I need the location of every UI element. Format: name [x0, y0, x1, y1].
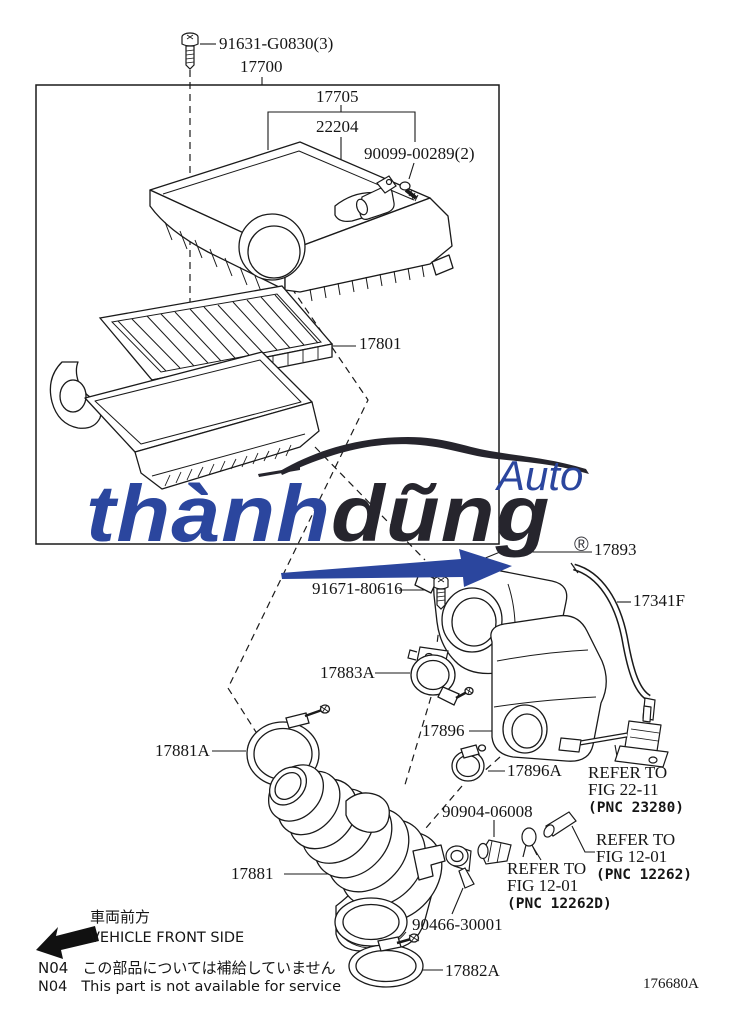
part-label-17881: 17881	[231, 864, 274, 883]
refer-line-2: FIG 12-01	[596, 846, 668, 866]
refer-fig-22-11: REFER TO FIG 22-11 (PNC 23280)	[588, 763, 685, 817]
refer-line-2: FIG 12-01	[507, 875, 579, 895]
watermark-auto: Auto	[497, 452, 584, 499]
air-cleaner-cap-drawing	[149, 141, 454, 302]
intake-hose-drawing	[267, 764, 446, 952]
part-label-17881a: 17881A	[155, 741, 210, 760]
part-label-90904: 90904-06008	[442, 802, 533, 821]
pipe-90466-drawing	[445, 845, 475, 889]
vehicle-front-label-en: VEHICLE FRONT SIDE	[90, 930, 245, 946]
connector-90904-drawing	[477, 839, 512, 865]
part-label-17700: 17700	[240, 57, 283, 76]
hose-clamp-17896a-drawing	[451, 744, 487, 782]
part-label-17896: 17896	[422, 721, 465, 740]
vehicle-front-label-jp: 車両前方	[90, 908, 151, 926]
bolt-91631-drawing	[181, 32, 199, 70]
service-note-en: N04 This part is not available for servic…	[38, 979, 341, 995]
resonator-drawing	[490, 614, 607, 762]
registered-trademark-symbol: ®	[574, 534, 589, 556]
service-note-jp: N04 この部品については補給していません	[38, 957, 336, 978]
part-label-91671: 91671-80616	[312, 579, 403, 598]
refer-fig-12-01-left: REFER TO FIG 12-01 (PNC 12262D)	[507, 859, 612, 913]
part-label-17882a: 17882A	[445, 961, 500, 980]
screw-90099-drawing	[399, 181, 419, 202]
maf-sensor-drawing	[355, 175, 397, 220]
tube-stub-drawing	[543, 811, 577, 838]
refer-fig-12-01-right: REFER TO FIG 12-01 (PNC 12262)	[596, 830, 693, 884]
part-box-17700	[35, 84, 500, 545]
hose-clamp-17883a-drawing	[410, 654, 474, 706]
hose-clamp-17882a-drawing	[348, 933, 424, 988]
clip-drawing	[521, 827, 538, 858]
note-code: N04	[38, 979, 68, 995]
refer-line-2: FIG 22-11	[588, 779, 659, 799]
refer-pnc: (PNC 12262)	[596, 867, 693, 883]
watermark-word-thanh: thành	[86, 469, 332, 558]
refer-pnc: (PNC 12262D)	[507, 896, 612, 912]
part-label-17896a: 17896A	[507, 761, 562, 780]
note-text: この部品については補給していません	[82, 959, 336, 977]
watermark-word-dung: dũng	[331, 469, 551, 558]
figure-code: 176680A	[643, 976, 699, 992]
refer-line-1: REFER TO	[588, 763, 668, 782]
watermark-car-silhouette	[258, 437, 589, 477]
part-label-90466: 90466-30001	[412, 915, 503, 934]
vsv-valve-drawing	[558, 705, 669, 768]
refer-line-1: REFER TO	[507, 859, 587, 878]
vehicle-front-arrow	[36, 926, 99, 959]
note-code: N04	[38, 959, 69, 977]
part-label-91631: 91631-G0830(3)	[219, 34, 334, 53]
watermark-wordmark: thànhdũng	[86, 474, 550, 554]
watermark-arrow	[281, 549, 512, 587]
part-label-90099: 90099-00289(2)	[364, 144, 475, 163]
air-cleaner-case-drawing	[49, 351, 320, 490]
note-text: This part is not available for service	[81, 979, 341, 995]
part-label-17893: 17893	[594, 540, 637, 559]
part-label-17341f: 17341F	[633, 591, 685, 610]
part-label-17801: 17801	[359, 334, 402, 353]
part-label-17705: 17705	[316, 87, 359, 106]
refer-pnc: (PNC 23280)	[588, 800, 685, 816]
part-label-17883a: 17883A	[320, 663, 375, 682]
refer-line-1: REFER TO	[596, 830, 676, 849]
part-label-22204: 22204	[316, 117, 359, 136]
